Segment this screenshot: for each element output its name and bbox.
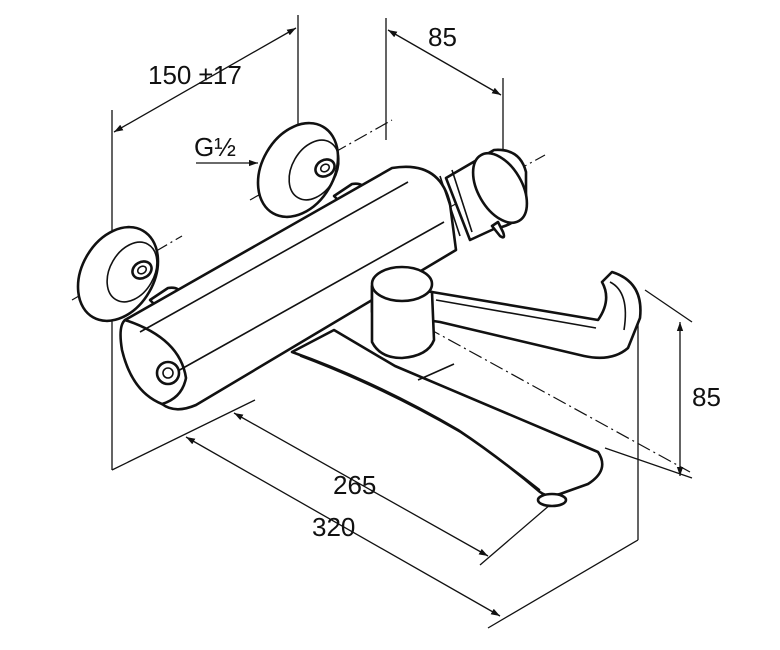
label-150-17: 150 ±17 [148, 60, 242, 90]
label-85-top: 85 [428, 22, 457, 52]
label-85-height: 85 [692, 382, 721, 412]
dimension-lines [113, 27, 684, 617]
dim-line-85-top [387, 29, 502, 96]
spout [290, 328, 604, 508]
dim-line-150 [113, 27, 297, 133]
lever-handle [370, 265, 642, 360]
dimension-labels: 150 ±17 85 G½ 85 265 320 [148, 22, 721, 542]
thermostat-knob [439, 148, 529, 242]
label-320: 320 [312, 512, 355, 542]
dim-line-320 [185, 436, 501, 617]
label-265: 265 [333, 470, 376, 500]
label-thread: G½ [194, 132, 236, 162]
